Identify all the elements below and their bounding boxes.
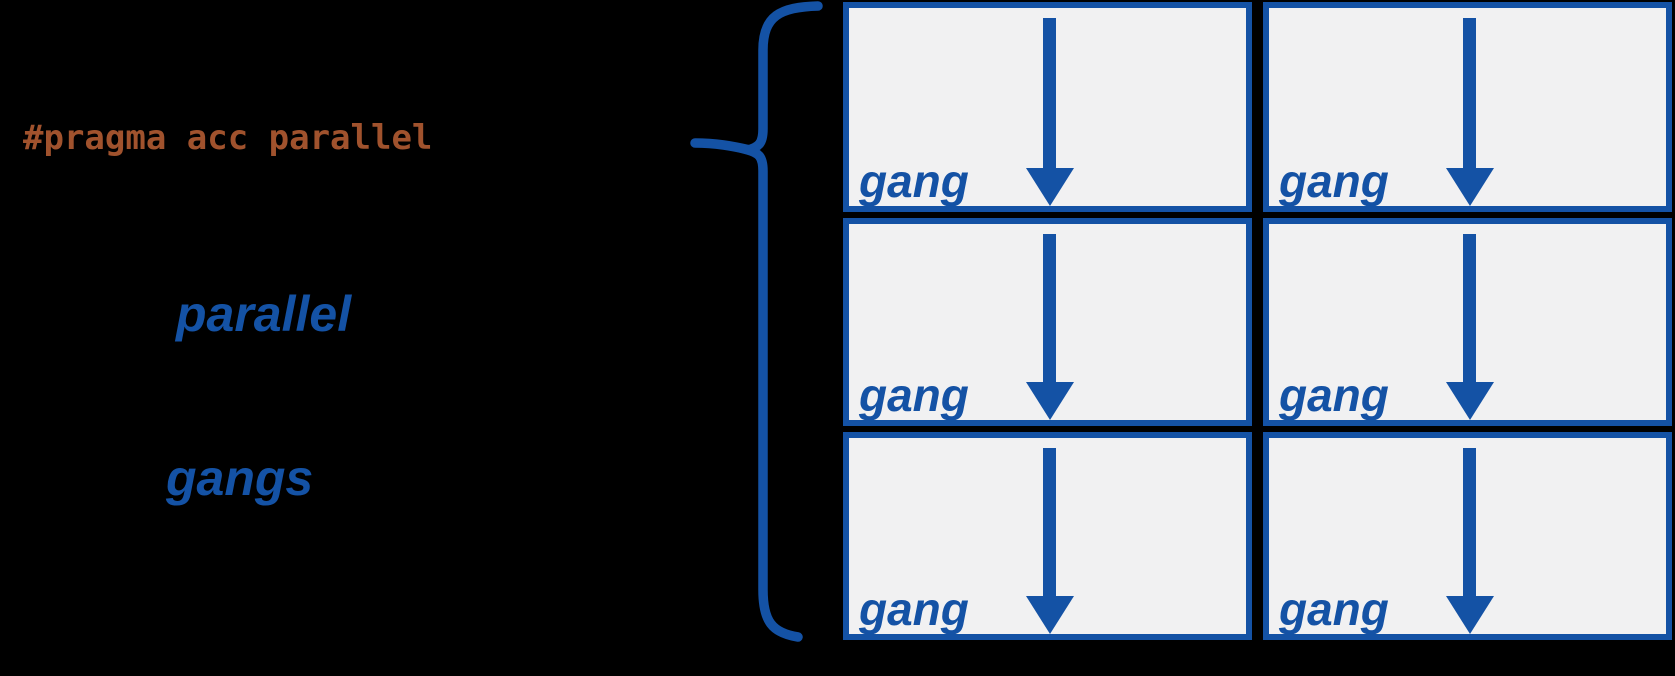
- down-arrow-head-icon: [1446, 382, 1494, 420]
- gang-box: gang: [1263, 432, 1672, 640]
- down-arrow-head-icon: [1446, 168, 1494, 206]
- down-arrow-head-icon: [1446, 596, 1494, 634]
- pragma-code-text: #pragma acc parallel: [23, 118, 433, 158]
- down-arrow-icon: [1463, 234, 1476, 388]
- gang-label: gang: [1279, 583, 1389, 635]
- down-arrow-head-icon: [1026, 382, 1074, 420]
- gang-label: gang: [859, 583, 969, 635]
- keyword-gangs: gangs: [166, 450, 314, 506]
- gang-box: gang: [843, 432, 1252, 640]
- gang-label: gang: [859, 155, 969, 207]
- down-arrow-head-icon: [1026, 168, 1074, 206]
- gang-box: gang: [843, 2, 1252, 212]
- gang-label: gang: [859, 369, 969, 421]
- gang-box: gang: [1263, 218, 1672, 426]
- down-arrow-icon: [1463, 448, 1476, 602]
- gang-box: gang: [1263, 2, 1672, 212]
- keyword-parallel: parallel: [176, 286, 352, 342]
- gang-label: gang: [1279, 155, 1389, 207]
- down-arrow-icon: [1043, 448, 1056, 602]
- down-arrow-icon: [1463, 18, 1476, 174]
- gang-label: gang: [1279, 369, 1389, 421]
- gang-box: gang: [843, 218, 1252, 426]
- down-arrow-icon: [1043, 234, 1056, 388]
- down-arrow-head-icon: [1026, 596, 1074, 634]
- down-arrow-icon: [1043, 18, 1056, 174]
